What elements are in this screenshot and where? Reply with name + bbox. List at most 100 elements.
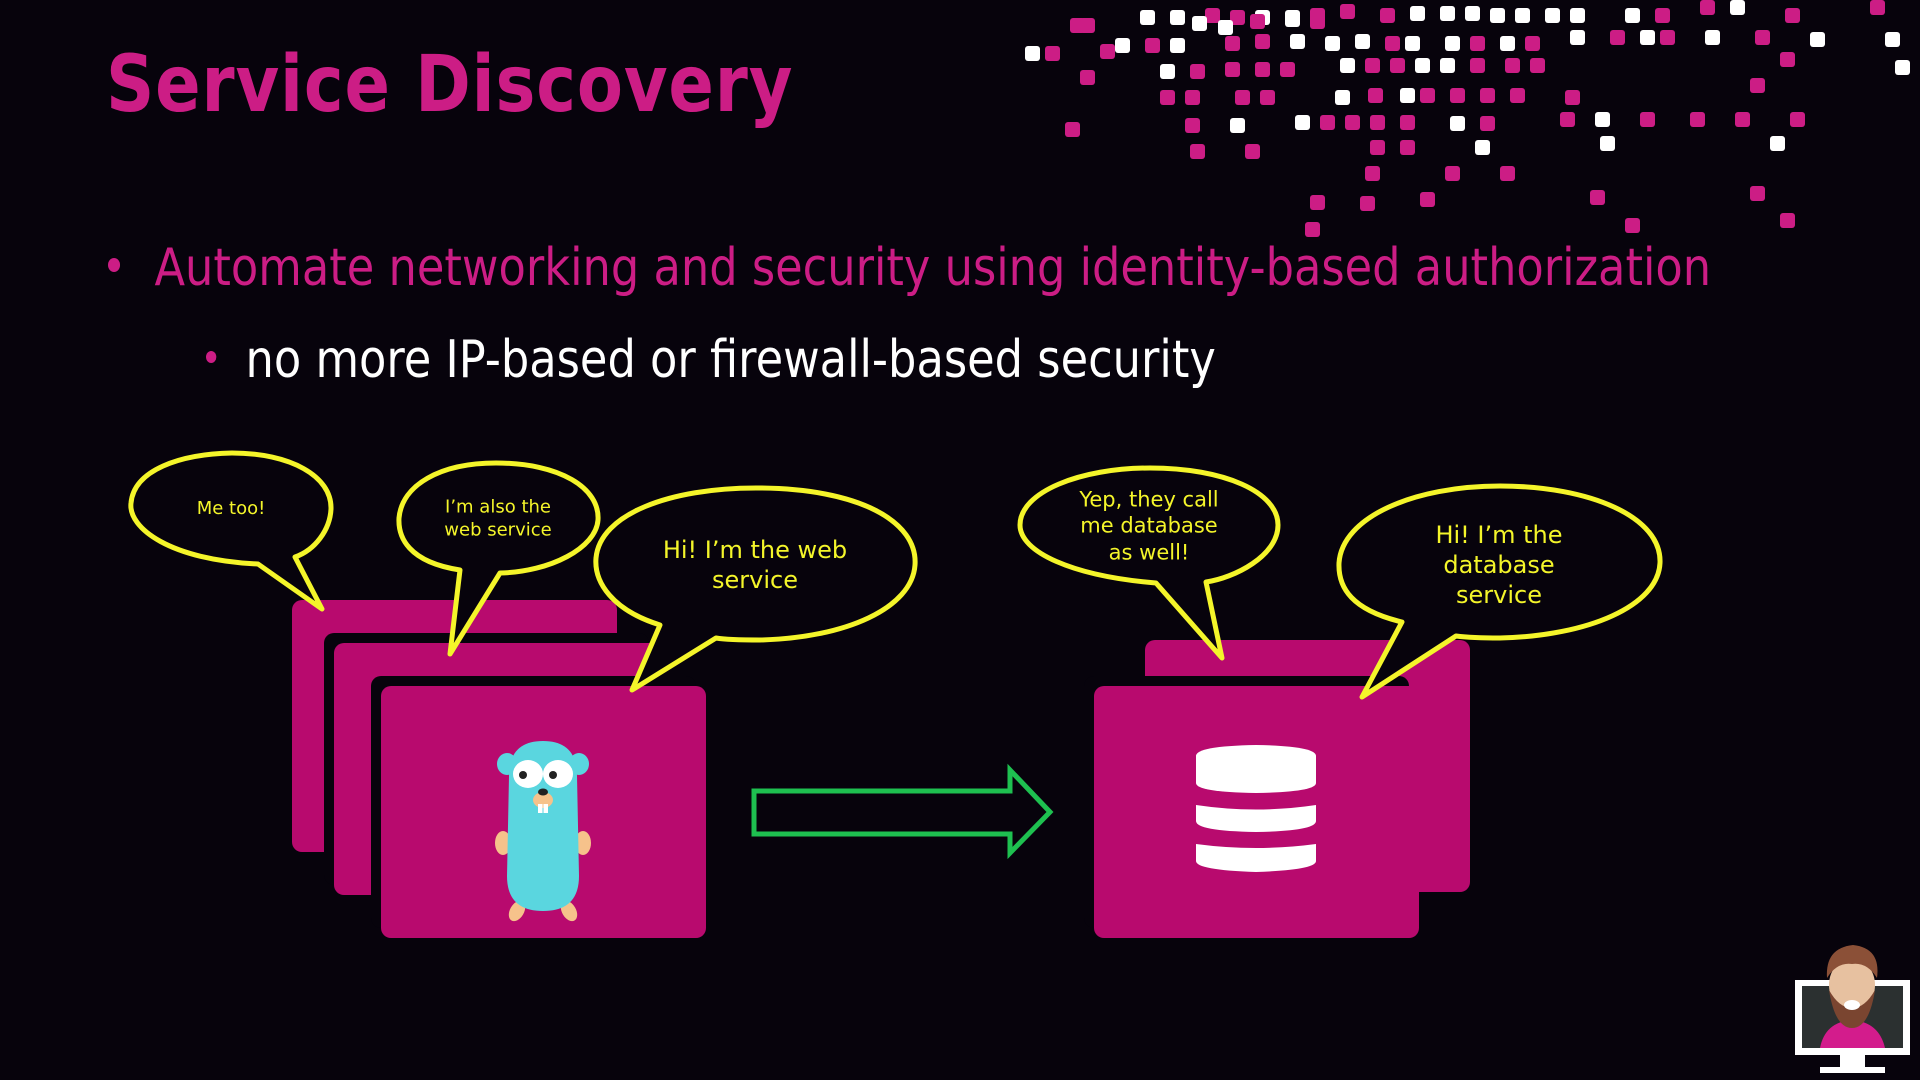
decorative-pixel (1640, 30, 1655, 45)
decorative-pixel (1470, 58, 1485, 73)
speech-bubble-hi-web (593, 485, 918, 693)
decorative-pixel (1205, 8, 1220, 23)
decorative-pixel (1625, 8, 1640, 23)
decorative-pixel (1470, 36, 1485, 51)
bubble-line: service (712, 566, 798, 594)
decorative-pixel (1065, 122, 1080, 137)
decorative-pixel (1500, 166, 1515, 181)
database-icon (1196, 745, 1316, 872)
decorative-pixel (1640, 112, 1655, 127)
speech-bubble-also-web (396, 460, 601, 657)
bubble-line: as well! (1108, 540, 1190, 565)
decorative-pixel (1370, 115, 1385, 130)
decorative-pixel (1410, 6, 1425, 21)
decorative-pixel (1365, 58, 1380, 73)
bullet-text: Automate networking and security using i… (154, 238, 1712, 298)
decorative-pixel (1115, 38, 1130, 53)
decorative-pixel (1255, 62, 1270, 77)
decorative-pixel (1570, 8, 1585, 23)
decorative-pixel (1610, 30, 1625, 45)
decorative-pixel (1250, 14, 1265, 29)
decorative-pixel (1755, 30, 1770, 45)
decorative-pixel (1280, 62, 1295, 77)
decorative-pixel (1310, 195, 1325, 210)
decorative-pixel (1390, 58, 1405, 73)
decorative-pixel (1505, 58, 1520, 73)
decorative-pixel (1360, 196, 1375, 211)
bubble-text-also-web: I’m also the web service (444, 497, 551, 542)
slide-title: Service Discovery (106, 40, 794, 130)
bubble-text-me-too: Me too! (197, 498, 266, 521)
decorative-pixel (1700, 0, 1715, 15)
decorative-pixel (1895, 60, 1910, 75)
bubble-line: Yep, they call (1079, 487, 1219, 512)
decorative-pixel (1790, 112, 1805, 127)
decorative-pixel (1355, 34, 1370, 49)
decorative-pixel (1192, 16, 1207, 31)
decorative-pixel (1445, 36, 1460, 51)
decorative-pixel (1415, 58, 1430, 73)
decorative-pixel (1185, 118, 1200, 133)
decorative-pixel (1450, 88, 1465, 103)
speech-bubble-me-too (128, 450, 334, 612)
decorative-pixel (1185, 90, 1200, 105)
decorative-pixel (1140, 10, 1155, 25)
decorative-pixel (1305, 222, 1320, 237)
decorative-pixel (1400, 115, 1415, 130)
decorative-pixel (1510, 88, 1525, 103)
decorative-pixel (1380, 8, 1395, 23)
decorative-pixel (1525, 36, 1540, 51)
decorative-pixel (1295, 115, 1310, 130)
decorative-pixel (1325, 36, 1340, 51)
decorative-pixel (1218, 20, 1233, 35)
decorative-pixel (1385, 36, 1400, 51)
bubble-line: me database (1080, 513, 1218, 538)
decorative-pixel (1545, 8, 1560, 23)
bullet-level-1: Automate networking and security using i… (108, 238, 1711, 298)
decorative-pixel (1170, 38, 1185, 53)
decorative-pixel (1045, 46, 1060, 61)
bubble-text-hi-db: Hi! I’m the database service (1435, 520, 1562, 610)
bubble-text-hi-web: Hi! I’m the web service (663, 535, 847, 595)
decorative-pixel (1480, 88, 1495, 103)
decorative-pixel (1770, 136, 1785, 151)
decorative-pixel (1450, 116, 1465, 131)
decorative-pixel (1230, 118, 1245, 133)
decorative-pixel (1405, 36, 1420, 51)
gopher-mascot-icon (495, 741, 591, 922)
decorative-pixel (1445, 166, 1460, 181)
decorative-pixel (1160, 90, 1175, 105)
decorative-pixel (1655, 8, 1670, 23)
decorative-pixel (1230, 10, 1245, 25)
decorative-pixel (1340, 4, 1355, 19)
decorative-pixel (1145, 38, 1160, 53)
decorative-pixel (1625, 218, 1640, 233)
decorative-pixel (1245, 144, 1260, 159)
decorative-pixel (1780, 213, 1795, 228)
decorative-pixel (1475, 140, 1490, 155)
decorative-pixel (1190, 64, 1205, 79)
decorative-pixel (1515, 8, 1530, 23)
decorative-pixel (1365, 166, 1380, 181)
bubble-line: I’m also the (445, 496, 551, 518)
web-service-card-front (381, 686, 706, 938)
decorative-pixel (1368, 88, 1383, 103)
bubble-line: Hi! I’m the web (662, 536, 848, 564)
decorative-pixel (1235, 90, 1250, 105)
decorative-pixel (1735, 112, 1750, 127)
decorative-pixel (1025, 46, 1040, 61)
bubble-line: Me too! (196, 497, 266, 519)
decorative-pixel (1810, 32, 1825, 47)
decorative-pixel (1730, 0, 1745, 15)
decorative-pixel (1600, 136, 1615, 151)
decorative-pixel (1885, 32, 1900, 47)
decorative-pixel (1255, 34, 1270, 49)
decorative-pixel (1080, 18, 1095, 33)
speech-bubble-hi-db (1336, 483, 1663, 700)
decorative-pixel (1705, 30, 1720, 45)
decorative-pixel (1565, 90, 1580, 105)
decorative-pixel (1440, 58, 1455, 73)
decorative-pixel (1100, 44, 1115, 59)
decorative-pixel (1870, 0, 1885, 15)
